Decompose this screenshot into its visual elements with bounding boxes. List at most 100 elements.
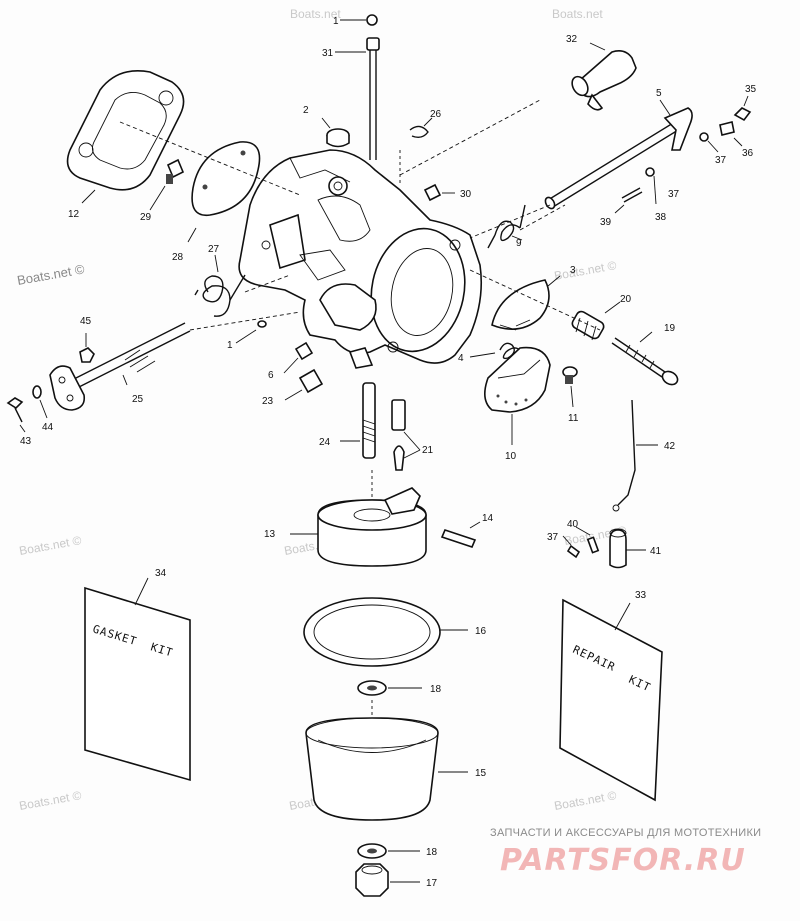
callout-6: 6: [268, 370, 274, 381]
brand-footer: ЗАПЧАСТИ И АКСЕССУАРЫ ДЛЯ МОТОТЕХНИКИ PA…: [490, 827, 761, 878]
callout-31: 31: [322, 48, 334, 59]
gasket-kit-label-line2: KIT: [149, 640, 175, 659]
part-39-pin: [614, 187, 643, 214]
part-3-choke-plate: [491, 275, 561, 331]
part-36-nut: [719, 121, 743, 147]
callout-39: 39: [600, 217, 612, 228]
part-38-spring-clip: [645, 167, 657, 205]
part-26-clip: [399, 117, 433, 185]
callout-1-top: 1: [333, 16, 339, 27]
part-17-nut: [355, 863, 420, 897]
part-1-ball-top: [340, 14, 378, 26]
callout-26: 26: [430, 109, 442, 120]
callout-labels: 1 31 2 26 32 5 35 36 37 37 38 39 30 9 12…: [20, 16, 757, 889]
part-31-rod: [335, 37, 380, 160]
callout-35: 35: [745, 84, 757, 95]
callout-1-left: 1: [227, 340, 233, 351]
part-41-sleeve: [609, 528, 646, 569]
callout-40: 40: [567, 519, 579, 530]
part-33-repair-kit: REPAIR KIT: [559, 598, 663, 802]
callout-4: 4: [458, 353, 464, 364]
callout-36: 36: [742, 148, 754, 159]
callout-44: 44: [42, 422, 54, 433]
part-2-plug: [321, 117, 350, 148]
carburetor-body: [238, 149, 483, 369]
callout-3: 3: [570, 265, 576, 276]
callout-18-bottom: 18: [426, 847, 438, 858]
part-15-float-bowl: [305, 717, 468, 821]
callout-21: 21: [422, 445, 434, 456]
watermark-right: Boats.net ©: [553, 258, 618, 283]
part-45-nut: [79, 333, 95, 363]
assembly-lines: [119, 99, 601, 331]
part-37-pin-bottom: [562, 535, 581, 559]
part-18-washer-top: [357, 680, 422, 696]
part-43-screw: [6, 397, 26, 433]
callout-13: 13: [264, 529, 276, 540]
part-20-spring: [571, 301, 621, 341]
part-4-spring: [469, 342, 521, 360]
callout-16: 16: [475, 626, 487, 637]
callout-2: 2: [303, 105, 309, 116]
part-24-main-jet: [340, 382, 376, 459]
callout-43: 43: [20, 436, 32, 447]
callout-32: 32: [566, 34, 578, 45]
callout-37-bottom: 37: [547, 532, 559, 543]
callout-42: 42: [664, 441, 676, 452]
part-32-fitting: [571, 42, 637, 111]
callout-34: 34: [155, 568, 167, 579]
callout-38: 38: [655, 212, 667, 223]
part-40-pin: [575, 526, 600, 554]
part-29-screw: [149, 158, 185, 211]
part-14-float-pin: [440, 521, 481, 548]
part-12-flange-gasket: [66, 70, 185, 204]
callout-33: 33: [635, 590, 647, 601]
part-6-jet: [283, 341, 314, 374]
callout-45: 45: [80, 316, 92, 327]
watermark-top-right: Boats.net: [552, 7, 603, 21]
watermark-bottom-right: Boats.net ©: [553, 788, 618, 813]
callout-20: 20: [620, 294, 632, 305]
callout-17: 17: [426, 878, 438, 889]
part-16-bowl-gasket: [303, 597, 468, 667]
part-30-screw: [423, 183, 455, 202]
part-37-pin-top: [699, 132, 719, 153]
part-23-plug: [284, 368, 324, 401]
watermark-bottom-left: Boats.net ©: [18, 788, 83, 813]
callout-10: 10: [505, 451, 517, 462]
part-13-float: [290, 487, 427, 567]
callout-27: 27: [208, 244, 220, 255]
callout-19: 19: [664, 323, 676, 334]
watermark-left: Boats.net ©: [16, 261, 86, 288]
part-44-washer: [32, 385, 48, 419]
callout-37-top: 37: [715, 155, 727, 166]
part-28-plate-gasket: [187, 141, 261, 243]
callout-12: 12: [68, 209, 80, 220]
callout-24: 24: [319, 437, 331, 448]
callout-29: 29: [140, 212, 152, 223]
callout-30: 30: [460, 189, 472, 200]
part-19-needle-screw: [611, 331, 679, 386]
callout-11: 11: [568, 413, 579, 424]
callout-5: 5: [656, 88, 662, 99]
part-5-shaft: [544, 99, 693, 210]
brand-subtitle: ЗАПЧАСТИ И АКСЕССУАРЫ ДЛЯ МОТОТЕХНИКИ: [490, 827, 761, 839]
callout-23: 23: [262, 396, 274, 407]
part-1-pin-left: [235, 320, 267, 344]
callout-37-mid: 37: [668, 189, 680, 200]
callout-18-top: 18: [430, 684, 442, 695]
part-25-shaft: [49, 322, 191, 411]
part-10-cam-plate: [484, 346, 551, 445]
part-18-washer-bottom: [357, 843, 420, 859]
part-34-gasket-kit: GASKET KIT: [84, 577, 191, 782]
part-42-link-rod: [612, 399, 658, 512]
callout-25: 25: [132, 394, 144, 405]
callout-15: 15: [475, 768, 487, 779]
part-35-screw: [733, 95, 752, 122]
watermark-mid-left: Boats.net ©: [18, 533, 83, 558]
callout-9: 9: [516, 238, 522, 249]
part-11-screw: [562, 366, 578, 408]
part-27-spring: [194, 254, 246, 317]
callout-41: 41: [650, 546, 662, 557]
